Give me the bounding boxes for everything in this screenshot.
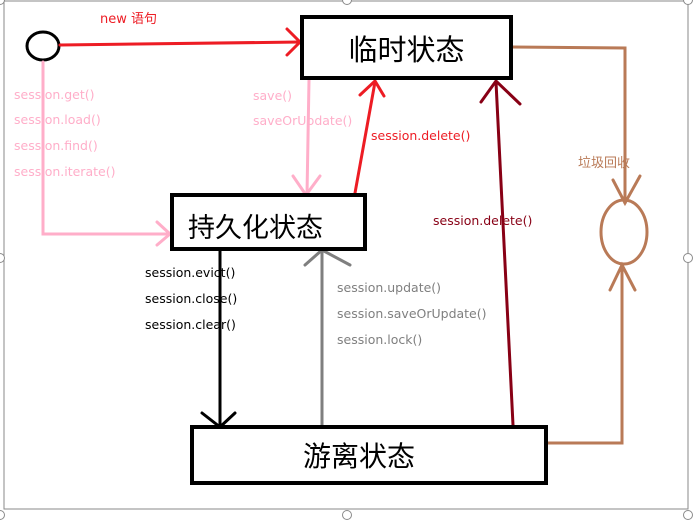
get-method-label: session.get() <box>14 87 95 102</box>
new-arrow <box>58 27 303 57</box>
save-arrow <box>291 78 322 198</box>
detached-delete-arrow <box>479 78 522 427</box>
garbage-collection-label: 垃圾回收 <box>578 156 631 171</box>
close-method-label: session.close() <box>145 291 238 306</box>
iterate-method-label: session.iterate() <box>14 164 116 179</box>
save-method-label: save() <box>253 88 293 103</box>
load-method-label: session.load() <box>14 112 101 127</box>
evict-method-label: session.evict() <box>145 265 236 280</box>
transient-state-box[interactable]: 临时状态 <box>300 15 513 80</box>
persistent-delete-label: session.delete() <box>371 128 471 143</box>
lock-method-label: session.lock() <box>337 332 423 347</box>
detached-delete-label: session.delete() <box>433 213 533 228</box>
gc-circle <box>599 198 649 266</box>
detached-state-box[interactable]: 游离状态 <box>190 425 548 485</box>
clear-method-label: session.clear() <box>145 317 236 332</box>
new-statement-label: new 语句 <box>100 12 158 27</box>
delete-arrow <box>353 78 386 195</box>
find-method-label: session.find() <box>14 138 98 153</box>
resize-handle-bottom-left[interactable] <box>0 510 5 520</box>
detached-state-label: 游离状态 <box>302 440 415 473</box>
resize-handle-bottom[interactable] <box>342 510 352 520</box>
save-or-update-method-label: saveOrUpdate() <box>253 113 353 128</box>
transient-state-label: 临时状态 <box>348 32 465 67</box>
persistent-state-box[interactable]: 持久化状态 <box>170 193 367 251</box>
resize-handle-right[interactable] <box>683 253 693 263</box>
gc-arrow-from-detached <box>545 261 637 445</box>
session-save-or-update-label: session.saveOrUpdate() <box>337 306 487 321</box>
persistent-state-label: 持久化状态 <box>188 213 323 244</box>
update-method-label: session.update() <box>337 280 442 295</box>
gc-arrow-from-transient <box>510 45 642 207</box>
resize-handle-bottom-right[interactable] <box>683 510 693 520</box>
initial-state-circle <box>25 30 61 62</box>
